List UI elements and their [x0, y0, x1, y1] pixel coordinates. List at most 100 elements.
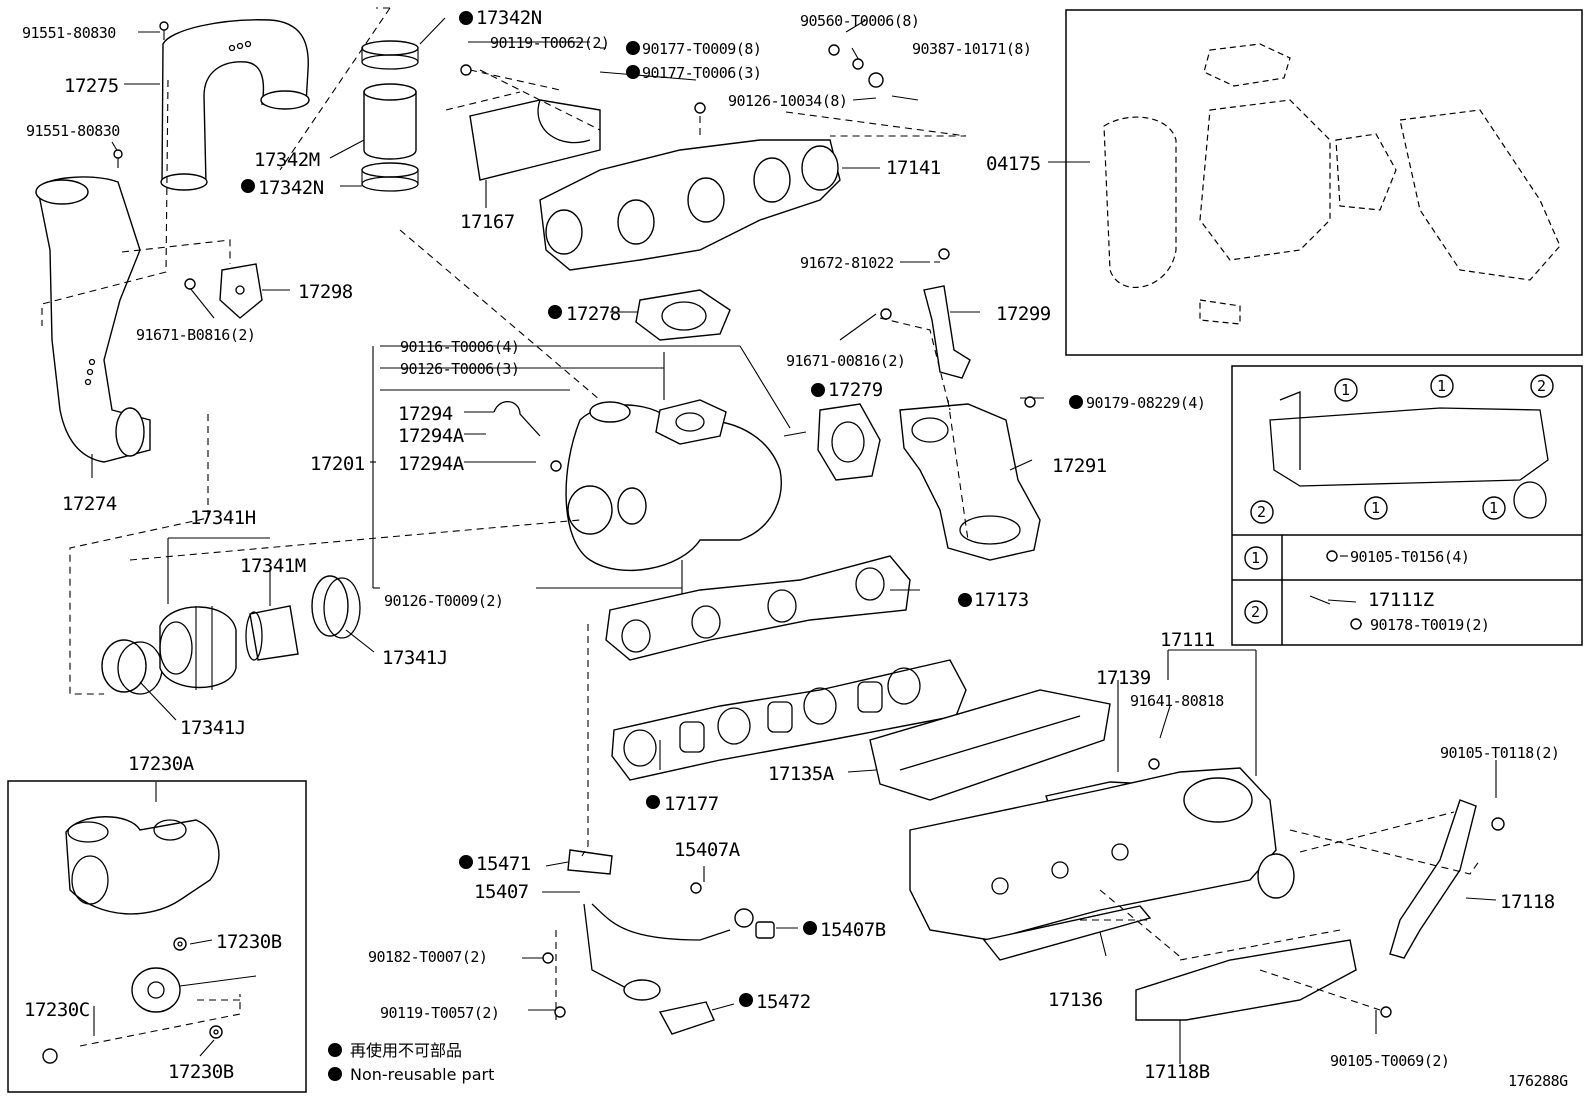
callout-1d: 1	[1489, 499, 1498, 517]
label-17136: 17136	[1048, 989, 1103, 1011]
label-17294A-1: 17294A	[398, 425, 465, 447]
label-91671-B0816: 91671-B0816(2)	[136, 326, 255, 344]
leader-lines	[91, 17, 1497, 1064]
bracket-17118	[1389, 799, 1477, 959]
label-17230B-a: 17230B	[216, 931, 282, 953]
hose-17341M	[245, 605, 299, 661]
callout-1b: 1	[1437, 377, 1446, 395]
label-90177-T0009: 90177-T0009(8)	[642, 40, 761, 58]
callout-1c: 1	[1371, 499, 1380, 517]
callout-2a: 2	[1537, 377, 1546, 395]
label-17341M: 17341M	[240, 555, 306, 577]
hose-17341H	[159, 606, 237, 690]
label-90179-08229: 90179-08229(4)	[1086, 394, 1205, 412]
table-row2-part-b: 90178-T0019(2)	[1370, 616, 1489, 634]
label-90177-T0006: 90177-T0006(3)	[642, 64, 761, 82]
manifold-detail-box	[1231, 365, 1583, 646]
label-90105-T0118: 90105-T0118(2)	[1440, 744, 1559, 762]
manifold-detail-drawing	[1269, 391, 1549, 519]
fasteners	[42, 21, 1505, 1064]
egr-pipe-15407	[583, 903, 754, 1001]
label-90182-T0007: 90182-T0007(2)	[368, 948, 487, 966]
gasket-17278	[635, 289, 731, 341]
pipe-17274	[35, 176, 151, 463]
gasket-17279	[817, 403, 881, 481]
label-17294: 17294	[398, 403, 453, 425]
label-17230A: 17230A	[128, 753, 195, 775]
label-91671-00816: 91671-00816(2)	[786, 352, 905, 370]
label-17177: 17177	[664, 793, 719, 815]
label-90119-T0062: 90119-T0062(2)	[490, 34, 609, 52]
label-17341J-b: 17341J	[180, 717, 246, 739]
label-90560-T0006: 90560-T0006(8)	[800, 12, 919, 30]
label-91641-80818: 91641-80818	[1130, 692, 1224, 710]
label-17111: 17111	[1160, 629, 1215, 651]
label-17230C: 17230C	[24, 999, 90, 1021]
label-17118: 17118	[1500, 891, 1555, 913]
label-90126-10034: 90126-10034(8)	[728, 92, 847, 110]
clamp-17342N-top	[361, 40, 419, 70]
turbo-sub-box	[7, 780, 307, 1093]
label-91551-80830-a: 91551-80830	[22, 24, 116, 42]
bracket-17298	[219, 263, 263, 319]
bracket-17299	[923, 285, 971, 379]
hose-17342M	[363, 83, 417, 160]
label-90105-T0069: 90105-T0069(2)	[1330, 1052, 1449, 1070]
table-row2-part-a: 17111Z	[1368, 589, 1434, 611]
detail-table: 90105-T0156(4) 17111Z 90178-T0019(2)	[1350, 548, 1490, 634]
label-17342N-bottom: 17342N	[258, 177, 324, 199]
label-15407A: 15407A	[674, 839, 741, 861]
dashed-connectors	[41, 7, 1481, 1047]
label-17135A: 17135A	[768, 763, 835, 785]
legend-notes: 再使用不可部品 Non-reusable part 176288G	[350, 1041, 1569, 1090]
label-17341J-a: 17341J	[382, 647, 448, 669]
part-labels: 91551-80830 17275 91551-80830 17274 1734…	[22, 7, 1560, 1083]
clamp-17342N-bottom	[361, 162, 419, 192]
label-15472: 15472	[756, 991, 811, 1013]
callout-2b: 2	[1257, 503, 1266, 521]
label-17299: 17299	[996, 303, 1051, 325]
actuator-17230C	[131, 967, 257, 1013]
turbine-housing-17230A	[65, 816, 220, 915]
callout-1a: 1	[1341, 381, 1350, 399]
label-90119-T0057: 90119-T0057(2)	[380, 1004, 499, 1022]
gasket-15472	[658, 1001, 715, 1035]
label-90387-10171: 90387-10171(8)	[912, 40, 1031, 58]
label-17275: 17275	[64, 75, 119, 97]
label-17342M: 17342M	[254, 149, 320, 171]
hose-17294	[493, 401, 541, 437]
gasket-15471	[567, 849, 613, 875]
label-17291: 17291	[1052, 455, 1107, 477]
note-english: Non-reusable part	[350, 1065, 494, 1084]
label-17278: 17278	[566, 303, 621, 325]
label-15407B: 15407B	[820, 919, 886, 941]
turbo-assembly-box	[1065, 9, 1583, 356]
detail-callouts: 1 1 2 2 1 1 1 2	[1244, 374, 1554, 624]
plug-15407B	[755, 921, 775, 939]
turbo-assembly-04175	[1103, 43, 1561, 325]
figure-id: 176288G	[1508, 1072, 1568, 1090]
label-17279: 17279	[828, 379, 883, 401]
label-91551-80830-b: 91551-80830	[26, 122, 120, 140]
table-row1-part: 90105-T0156(4)	[1350, 548, 1469, 566]
label-90116-T0006: 90116-T0006(4)	[400, 338, 519, 356]
label-04175: 04175	[986, 153, 1041, 175]
gasket-17173	[605, 555, 911, 661]
clamp-17341J-left	[101, 639, 163, 695]
label-91672-81022: 91672-81022	[800, 254, 894, 272]
turbocharger-17201	[565, 352, 782, 596]
label-15471: 15471	[476, 853, 531, 875]
non-reusable-markers	[241, 11, 1083, 1081]
label-17294A-2: 17294A	[398, 453, 465, 475]
intake-manifold-17111	[909, 767, 1295, 941]
cover-17135A	[869, 689, 1111, 801]
note-japanese: 再使用不可部品	[350, 1041, 462, 1060]
label-17342N-top: 17342N	[476, 7, 542, 29]
pipe-17275	[160, 19, 310, 191]
table-marker-2: 2	[1251, 603, 1260, 621]
table-marker-1: 1	[1251, 549, 1260, 567]
label-17230B-b: 17230B	[168, 1061, 234, 1083]
label-90126-T0009: 90126-T0009(2)	[384, 592, 503, 610]
label-17201: 17201	[310, 453, 365, 475]
